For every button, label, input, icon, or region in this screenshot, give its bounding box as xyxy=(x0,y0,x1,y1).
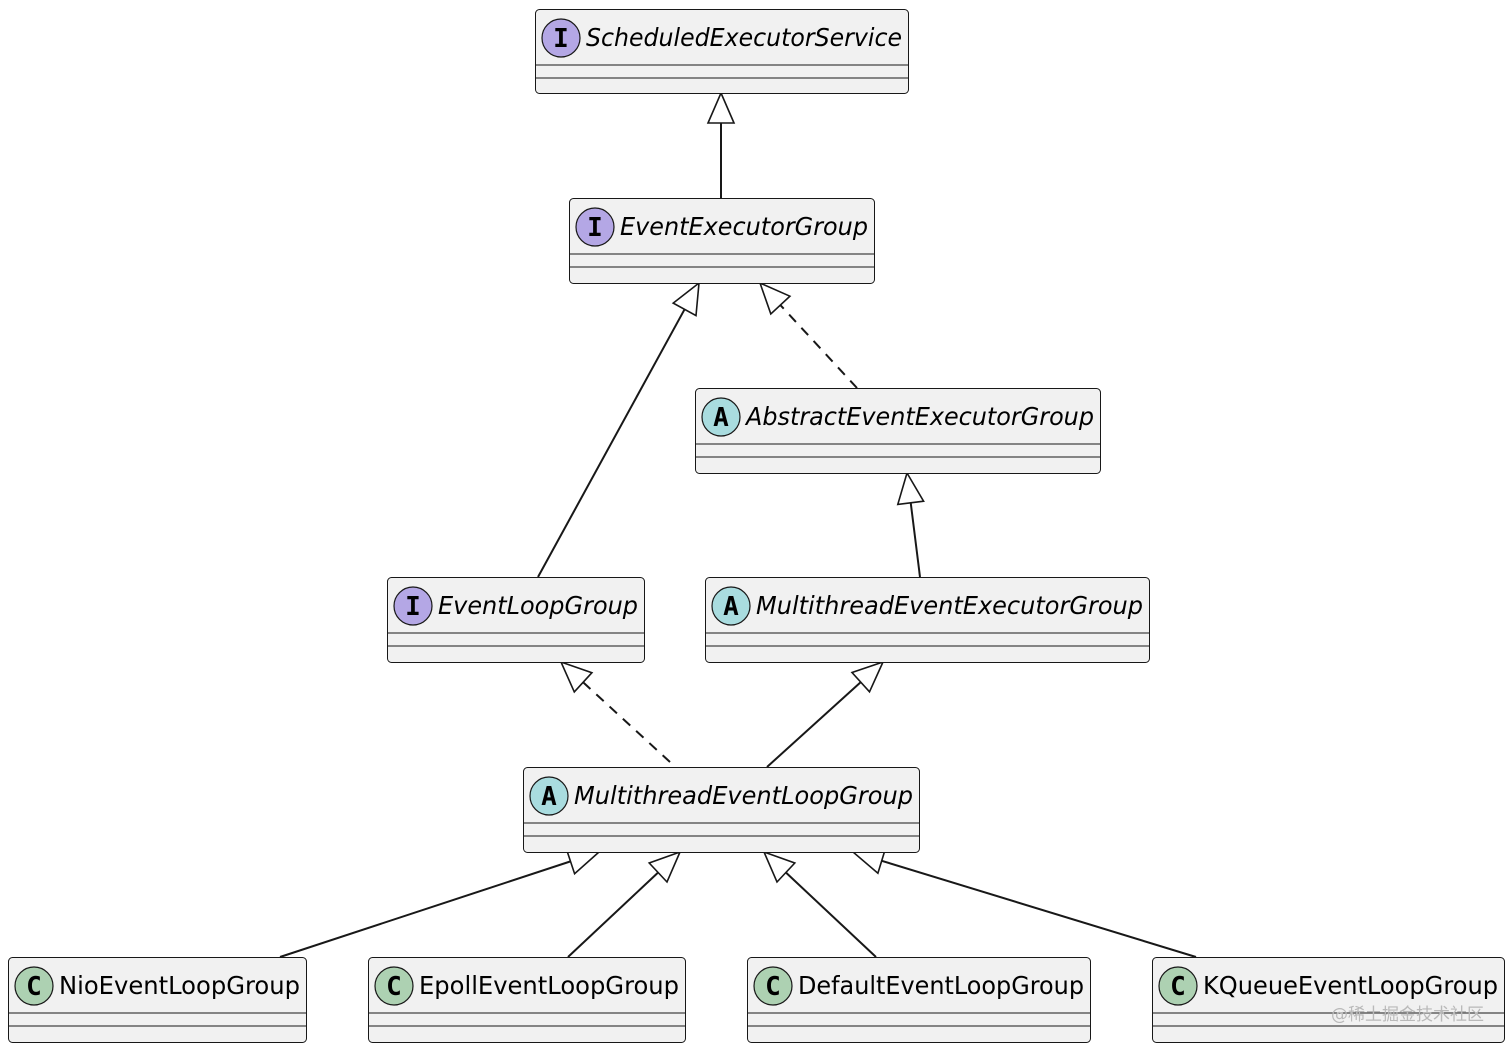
stereotype-letter: C xyxy=(1170,972,1186,1002)
relations-layer xyxy=(279,90,1197,958)
class-stereotype-icon xyxy=(753,966,793,1006)
default-event-loop-group-to-multithread-event-loop-group-relation xyxy=(762,850,877,958)
abstract-stereotype-icon xyxy=(711,586,751,626)
class-name: KQueueEventLoopGroup xyxy=(1203,971,1498,1000)
class-name: AbstractEventExecutorGroup xyxy=(744,402,1094,431)
inheritance-arrowhead-icon xyxy=(758,281,792,316)
realization-line xyxy=(779,304,858,389)
event-executor-group-class-box: I EventExecutorGroup xyxy=(569,198,875,284)
stereotype-letter: C xyxy=(26,972,42,1002)
class-name: EventLoopGroup xyxy=(438,591,638,620)
class-name: MultithreadEventExecutorGroup xyxy=(756,591,1143,620)
class-name: ScheduledExecutorService xyxy=(586,23,902,52)
generalization-line xyxy=(909,502,921,578)
generalization-line xyxy=(537,308,686,578)
inheritance-arrowhead-icon xyxy=(762,850,797,884)
event-loop-group-to-event-executor-group-relation xyxy=(537,281,700,578)
interface-stereotype-icon xyxy=(393,586,433,626)
class-name: EventExecutorGroup xyxy=(620,212,868,241)
inheritance-arrowhead-icon xyxy=(706,90,736,124)
interface-stereotype-icon xyxy=(575,207,615,247)
class-box-frame xyxy=(1152,957,1505,1043)
stereotype-letter: A xyxy=(713,403,729,433)
watermark-text: @稀土掘金技术社区 xyxy=(1331,1005,1484,1025)
event-executor-group-to-scheduled-executor-service-relation xyxy=(706,90,736,198)
interface-stereotype-icon xyxy=(541,18,581,58)
class-name: EpollEventLoopGroup xyxy=(419,971,679,1000)
inheritance-arrowhead-icon xyxy=(559,660,594,694)
stereotype-letter: A xyxy=(723,592,739,622)
epoll-event-loop-group-to-multithread-event-loop-group-relation xyxy=(567,850,682,958)
scheduled-executor-service-class-box: I ScheduledExecutorService xyxy=(535,9,909,94)
class-stereotype-icon xyxy=(374,966,414,1006)
k-queue-event-loop-group-class-box: C KQueueEventLoopGroup xyxy=(1152,957,1505,1043)
event-loop-group-class-box: I EventLoopGroup xyxy=(387,577,645,663)
generalization-line xyxy=(785,871,877,958)
abstract-event-executor-group-class-box: A AbstractEventExecutorGroup xyxy=(695,388,1101,474)
class-stereotype-icon xyxy=(1158,966,1198,1006)
class-stereotype-icon xyxy=(14,966,54,1006)
k-queue-event-loop-group-to-multithread-event-loop-group-relation xyxy=(851,847,1197,958)
stereotype-letter: C xyxy=(386,972,402,1002)
multithread-event-executor-group-to-abstract-event-executor-group-relation xyxy=(896,471,925,578)
generalization-line xyxy=(279,860,571,958)
abstract-event-executor-group-to-event-executor-group-relation xyxy=(758,281,858,389)
stereotype-letter: C xyxy=(765,972,781,1002)
stereotype-letter: A xyxy=(541,782,557,812)
realization-line xyxy=(582,681,671,763)
class-box-frame xyxy=(747,957,1091,1043)
abstract-stereotype-icon xyxy=(701,397,741,437)
class-box-frame xyxy=(368,957,686,1043)
inheritance-arrowhead-icon xyxy=(647,850,682,884)
class-box-frame xyxy=(695,388,1101,474)
inheritance-arrowhead-icon xyxy=(671,281,700,317)
inheritance-arrowhead-icon xyxy=(896,471,925,506)
class-box-frame xyxy=(8,957,307,1043)
multithread-event-loop-group-to-multithread-event-executor-group-relation xyxy=(766,660,885,768)
multithread-event-loop-group-class-box: A MultithreadEventLoopGroup xyxy=(523,767,920,853)
class-box-frame xyxy=(569,198,875,284)
generalization-line xyxy=(567,871,659,958)
class-box-frame xyxy=(535,9,909,94)
generalization-line xyxy=(766,681,862,768)
multithread-event-executor-group-class-box: A MultithreadEventExecutorGroup xyxy=(705,577,1150,663)
abstract-stereotype-icon xyxy=(529,776,569,816)
class-name: DefaultEventLoopGroup xyxy=(798,971,1084,1000)
generalization-line xyxy=(881,859,1197,958)
stereotype-letter: I xyxy=(587,213,603,243)
inheritance-arrowhead-icon xyxy=(850,660,885,694)
stereotype-letter: I xyxy=(553,24,569,54)
class-box-frame xyxy=(705,577,1150,663)
multithread-event-loop-group-to-event-loop-group-relation xyxy=(559,660,671,763)
class-box-frame xyxy=(523,767,920,853)
nio-event-loop-group-to-multithread-event-loop-group-relation xyxy=(279,848,601,958)
class-name: MultithreadEventLoopGroup xyxy=(574,781,913,810)
nio-event-loop-group-class-box: C NioEventLoopGroup xyxy=(8,957,307,1043)
class-box-frame xyxy=(387,577,645,663)
default-event-loop-group-class-box: C DefaultEventLoopGroup xyxy=(747,957,1091,1043)
stereotype-letter: I xyxy=(405,592,421,622)
class-name: NioEventLoopGroup xyxy=(59,971,300,1000)
epoll-event-loop-group-class-box: C EpollEventLoopGroup xyxy=(368,957,686,1043)
